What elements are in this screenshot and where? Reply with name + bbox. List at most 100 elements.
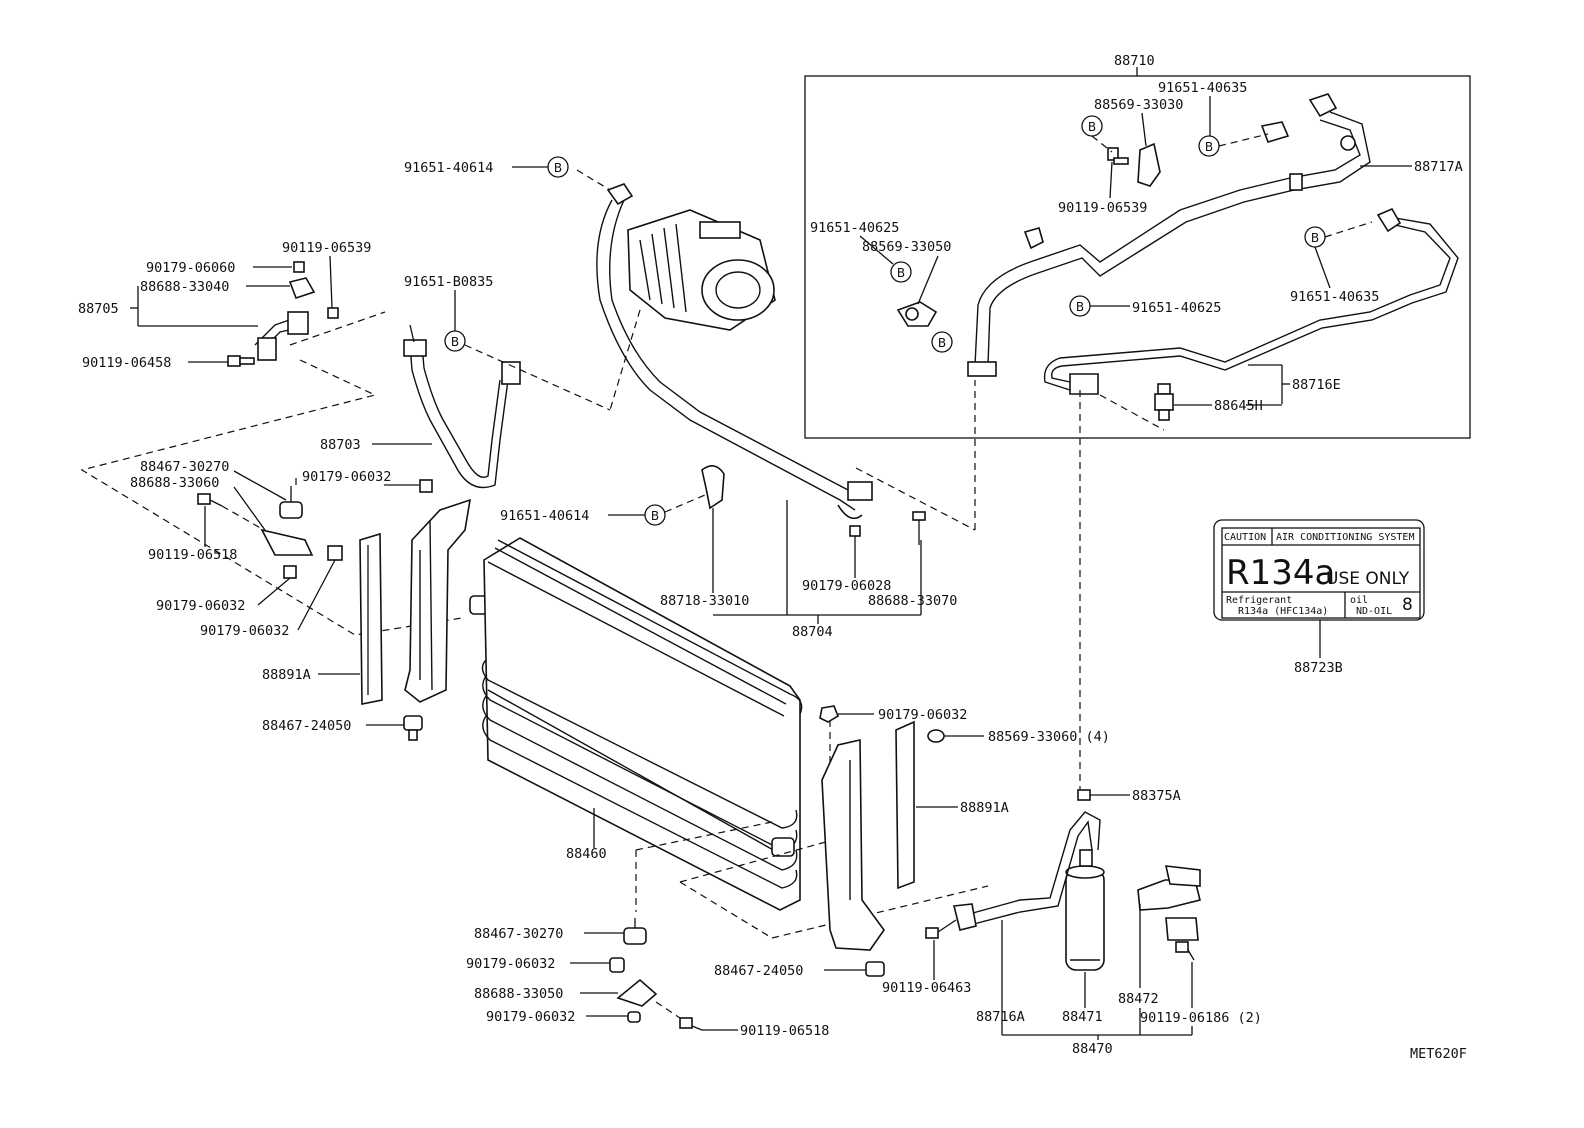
svg-text:B: B xyxy=(651,509,659,523)
label-88688-33070[interactable]: 88688-33070 xyxy=(868,593,957,609)
label-88703[interactable]: 88703 xyxy=(320,437,361,453)
caution-title: CAUTION xyxy=(1224,532,1266,543)
bolt-90119-06186 xyxy=(1175,941,1195,961)
bolt-90119-06539-box xyxy=(1107,147,1129,165)
label-88723B[interactable]: 88723B xyxy=(1294,660,1343,676)
label-91651-40614-a[interactable]: 91651-40614 xyxy=(404,160,493,176)
label-88467-24050-b[interactable]: 88467-24050 xyxy=(714,963,803,979)
label-88688-33060[interactable]: 88688-33060 xyxy=(130,475,219,491)
label-88717A[interactable]: 88717A xyxy=(1414,159,1463,175)
label-90119-06518-b[interactable]: 90119-06518 xyxy=(740,1023,829,1039)
label-88470[interactable]: 88470 xyxy=(1072,1041,1113,1057)
label-88467-30270-a[interactable]: 88467-30270 xyxy=(140,459,229,475)
label-90179-06032-a[interactable]: 90179-06032 xyxy=(302,469,391,485)
label-88467-24050-a[interactable]: 88467-24050 xyxy=(262,718,351,734)
nut-90179-06032-d xyxy=(819,705,839,723)
clamp-88718-33010 xyxy=(701,465,725,510)
svg-text:B: B xyxy=(1076,300,1084,314)
label-88460[interactable]: 88460 xyxy=(566,846,607,862)
nut-90179-06028 xyxy=(849,525,861,537)
svg-text:B: B xyxy=(554,161,562,175)
label-91651-40635-b[interactable]: 91651-40635 xyxy=(1290,289,1379,305)
marker-b-9: B xyxy=(444,330,466,352)
bolt-90119-06518-b xyxy=(679,1017,703,1031)
hose-88703 xyxy=(403,324,521,489)
refrigerant-title: Refrigerant xyxy=(1226,595,1292,606)
pipe-88716E xyxy=(1043,224,1451,391)
label-90179-06032-e[interactable]: 90179-06032 xyxy=(466,956,555,972)
label-88569-33050[interactable]: 88569-33050 xyxy=(862,239,951,255)
grommet-88467-30270-b xyxy=(623,918,647,945)
label-88704[interactable]: 88704 xyxy=(792,624,833,640)
clamp-88569-33050 xyxy=(896,301,938,327)
nut-90179-06060 xyxy=(293,261,305,273)
label-90119-06539-box[interactable]: 90119-06539 xyxy=(1058,200,1147,216)
caution-system: AIR CONDITIONING SYSTEM xyxy=(1276,532,1414,543)
bracket-88688-33050 xyxy=(616,978,658,1007)
label-88716A[interactable]: 88716A xyxy=(976,1009,1025,1025)
label-91651-40625-b[interactable]: 91651-40625 xyxy=(1132,300,1221,316)
marker-b-6: B xyxy=(1304,226,1326,248)
label-88472[interactable]: 88472 xyxy=(1118,991,1159,1007)
label-90179-06032-b[interactable]: 90179-06032 xyxy=(156,598,245,614)
bolt-90119-06539-l xyxy=(327,307,339,319)
marker-b-1: B xyxy=(1081,115,1103,137)
label-90119-06539-l[interactable]: 90119-06539 xyxy=(282,240,371,256)
pipe-88716A xyxy=(953,811,1101,931)
label-88710[interactable]: 88710 xyxy=(1114,53,1155,69)
clamp-88569-33030 xyxy=(1137,142,1161,187)
group-box-88710 xyxy=(804,75,1471,439)
nut-90179-06032-e xyxy=(609,957,625,973)
label-91651-B0835[interactable]: 91651-B0835 xyxy=(404,274,493,290)
label-91651-40625-a[interactable]: 91651-40625 xyxy=(810,220,899,236)
label-88891A-r[interactable]: 88891A xyxy=(960,800,1009,816)
nut-90179-06032-a xyxy=(419,479,433,493)
label-90119-06458[interactable]: 90119-06458 xyxy=(82,355,171,371)
label-90179-06032-f[interactable]: 90179-06032 xyxy=(486,1009,575,1025)
label-88467-30270-b[interactable]: 88467-30270 xyxy=(474,926,563,942)
label-88688-33040[interactable]: 88688-33040 xyxy=(140,279,229,295)
label-88375A[interactable]: 88375A xyxy=(1132,788,1181,804)
marker-b-3: B xyxy=(890,261,912,283)
diagram-code: MET620F xyxy=(1410,1046,1467,1062)
label-88645H[interactable]: 88645H xyxy=(1214,398,1263,414)
support-bracket-right xyxy=(821,739,885,951)
bolt-88688-33070 xyxy=(912,511,926,545)
label-91651-40635-a[interactable]: 91651-40635 xyxy=(1158,80,1247,96)
label-88569-33060[interactable]: 88569-33060 (4) xyxy=(988,729,1110,745)
label-90119-06186[interactable]: 90119-06186 (2) xyxy=(1140,1010,1262,1026)
pipe-88705 xyxy=(254,277,316,361)
grommet-88467-24050-a xyxy=(403,715,423,741)
label-88471[interactable]: 88471 xyxy=(1062,1009,1103,1025)
clip-88569-33060 xyxy=(927,729,945,743)
bolt-90119-06463 xyxy=(925,919,957,939)
bracket-88472 xyxy=(1137,865,1201,941)
label-88569-33030[interactable]: 88569-33030 xyxy=(1094,97,1183,113)
caution-label-88723B: CAUTION AIR CONDITIONING SYSTEM R134a US… xyxy=(1213,519,1425,621)
receiver-88471 xyxy=(1065,849,1105,971)
label-90179-06032-d[interactable]: 90179-06032 xyxy=(878,707,967,723)
label-90119-06518-a[interactable]: 90119-06518 xyxy=(148,547,237,563)
marker-b-7: B xyxy=(547,156,569,178)
pressure-switch-88645H xyxy=(1154,383,1174,421)
label-88718-33010[interactable]: 88718-33010 xyxy=(660,593,749,609)
oil-grade: 8 xyxy=(1402,595,1413,615)
nut-90179-06032-b xyxy=(283,565,297,579)
bolt-90119-06518-a xyxy=(197,493,223,507)
label-91651-40614-b[interactable]: 91651-40614 xyxy=(500,508,589,524)
svg-text:B: B xyxy=(1311,231,1319,245)
label-90179-06060[interactable]: 90179-06060 xyxy=(146,260,235,276)
label-90179-06032-c[interactable]: 90179-06032 xyxy=(200,623,289,639)
support-bracket-left xyxy=(404,498,493,703)
marker-b-4: B xyxy=(931,331,953,353)
label-88705[interactable]: 88705 xyxy=(78,301,119,317)
pipe-88717A xyxy=(974,119,1361,366)
label-88688-33050[interactable]: 88688-33050 xyxy=(474,986,563,1002)
marker-b-5: B xyxy=(1069,295,1091,317)
side-bracket-88891A-r xyxy=(895,720,915,890)
label-88716E[interactable]: 88716E xyxy=(1292,377,1341,393)
label-90119-06463[interactable]: 90119-06463 xyxy=(882,980,971,996)
label-90179-06028[interactable]: 90179-06028 xyxy=(802,578,891,594)
label-88891A-l[interactable]: 88891A xyxy=(262,667,311,683)
